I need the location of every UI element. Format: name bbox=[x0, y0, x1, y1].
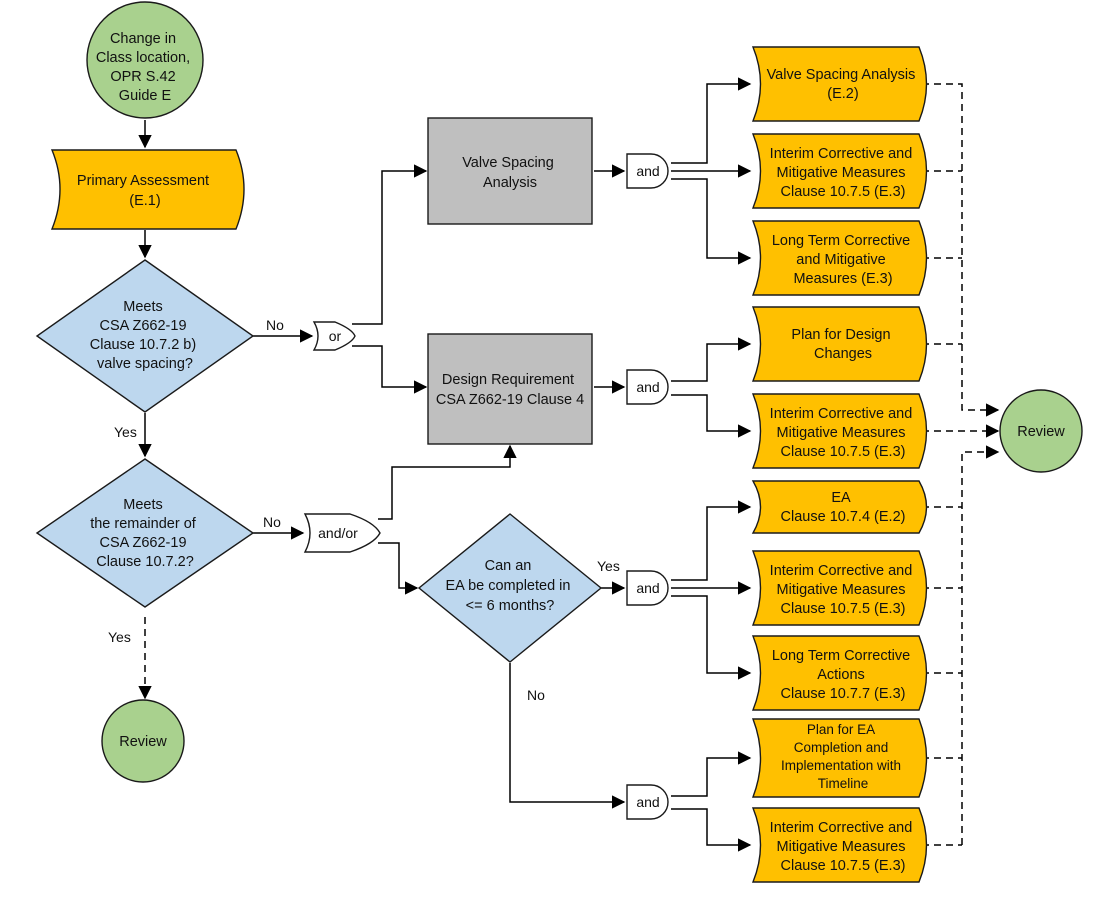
edge-or-vsa bbox=[352, 164, 428, 325]
edge-and1-r3 bbox=[671, 178, 752, 265]
decision-ea-timeline-text: Can an EA be completed in <= 6 months? bbox=[446, 557, 575, 614]
doc-plan-ea-completion bbox=[751, 718, 928, 798]
decision-remainder bbox=[35, 458, 255, 608]
primary-assessment-text: Primary Assessment (E.1) bbox=[77, 172, 213, 209]
doc-interim-measures-1-text: Interim Corrective and Mitigative Measur… bbox=[770, 145, 917, 200]
edge-and4-r10 bbox=[671, 808, 752, 852]
doc-interim-measures-4 bbox=[751, 807, 928, 883]
doc-interim-measures-1 bbox=[751, 133, 928, 209]
edge-labels: No Yes No Yes Yes No bbox=[108, 317, 620, 703]
decision-valve-spacing bbox=[35, 259, 255, 413]
label-dec1-yes: Yes bbox=[114, 424, 137, 440]
doc-long-term-actions bbox=[751, 635, 928, 711]
process-valve-spacing-analysis-text: Valve Spacing Analysis bbox=[462, 154, 558, 191]
label-dec2-no: No bbox=[263, 514, 281, 530]
or-gate-label: or bbox=[329, 328, 342, 344]
or-gate bbox=[312, 321, 356, 351]
doc-plan-design-changes-text: Plan for Design Changes bbox=[791, 326, 894, 362]
and-gate-1-label: and bbox=[636, 163, 659, 179]
and-gate-2-label: and bbox=[636, 379, 659, 395]
edge-andor-dec3 bbox=[378, 542, 419, 595]
primary-assessment-box bbox=[50, 149, 245, 230]
label-dec2-yes: Yes bbox=[108, 629, 131, 645]
and-gate-4-label: and bbox=[636, 794, 659, 810]
and-gate-3 bbox=[626, 570, 669, 606]
process-valve-spacing-analysis bbox=[427, 117, 593, 225]
edge-and2-r4 bbox=[671, 337, 752, 382]
doc-plan-ea-completion-text: Plan for EA Completion and Implementatio… bbox=[781, 721, 905, 791]
doc-ea-text: EA Clause 10.7.4 (E.2) bbox=[781, 489, 906, 525]
solid-connectors bbox=[138, 77, 752, 852]
edge-and4-r9 bbox=[671, 751, 752, 797]
doc-interim-measures-2 bbox=[751, 393, 928, 469]
doc-long-term-measures-text: Long Term Corrective and Mitigative Meas… bbox=[772, 232, 914, 287]
edge-upper-review bbox=[922, 83, 1000, 417]
and-gate-2 bbox=[626, 369, 669, 405]
review-right-text: Review bbox=[1017, 424, 1065, 440]
decision-valve-spacing-text: Meets CSA Z662-19 Clause 10.7.2 b) valve… bbox=[90, 298, 200, 372]
and-gate-3-label: and bbox=[636, 580, 659, 596]
label-dec1-no: No bbox=[266, 317, 284, 333]
edge-or-design bbox=[352, 345, 428, 394]
doc-plan-design-changes bbox=[751, 306, 928, 382]
label-dec3-yes: Yes bbox=[597, 558, 620, 574]
and-gate-1 bbox=[626, 153, 669, 189]
doc-interim-measures-3 bbox=[751, 550, 928, 626]
doc-long-term-actions-text: Long Term Corrective Actions Clause 10.7… bbox=[772, 647, 914, 702]
doc-valve-spacing-analysis-text: Valve Spacing Analysis (E.2) bbox=[767, 66, 920, 102]
review-left-terminator bbox=[101, 699, 185, 783]
edge-andor-design bbox=[378, 444, 517, 520]
and-gate-4 bbox=[626, 784, 669, 820]
process-design-requirement-text: Design Requirement CSA Z662-19 Clause 4 bbox=[436, 371, 584, 408]
doc-interim-measures-2-text: Interim Corrective and Mitigative Measur… bbox=[770, 405, 917, 460]
label-dec3-no: No bbox=[527, 687, 545, 703]
dashed-connectors bbox=[138, 83, 1000, 846]
start-terminator bbox=[86, 1, 204, 119]
doc-interim-measures-3-text: Interim Corrective and Mitigative Measur… bbox=[770, 562, 917, 617]
doc-interim-measures-4-text: Interim Corrective and Mitigative Measur… bbox=[770, 819, 917, 874]
edge-and3-r8 bbox=[671, 595, 752, 680]
andor-gate-label: and/or bbox=[318, 525, 358, 541]
doc-ea bbox=[751, 480, 928, 534]
start-terminator-text: Change in Class location, OPR S.42 Guide… bbox=[96, 30, 194, 104]
edge-and3-r6 bbox=[671, 500, 752, 581]
process-design-requirement bbox=[427, 333, 593, 445]
edge-lower-review bbox=[961, 445, 1000, 845]
edge-and2-r5 bbox=[671, 394, 752, 438]
doc-valve-spacing-analysis bbox=[751, 46, 928, 122]
decision-ea-timeline bbox=[417, 513, 603, 663]
edge-and1-r1 bbox=[671, 77, 752, 164]
doc-long-term-measures bbox=[751, 220, 928, 296]
decision-remainder-text: Meets the remainder of CSA Z662-19 Claus… bbox=[90, 496, 200, 570]
andor-gate bbox=[303, 513, 381, 553]
review-left-text: Review bbox=[119, 734, 167, 750]
edge-dec3-and4 bbox=[509, 663, 626, 809]
review-right-terminator bbox=[999, 389, 1083, 473]
